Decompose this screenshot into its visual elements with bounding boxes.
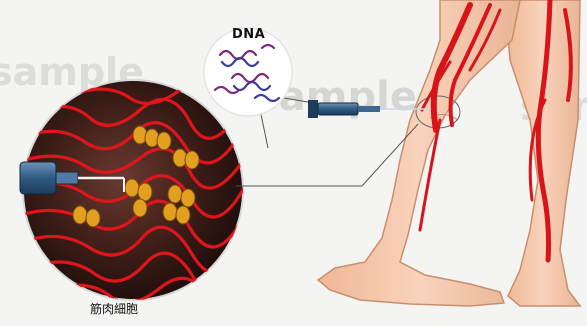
dna-label: DNA xyxy=(232,27,265,42)
muscle-magnified-view xyxy=(20,80,245,302)
front-leg xyxy=(318,0,520,306)
muscle-cell-caption: 筋肉細胞 xyxy=(90,300,138,317)
